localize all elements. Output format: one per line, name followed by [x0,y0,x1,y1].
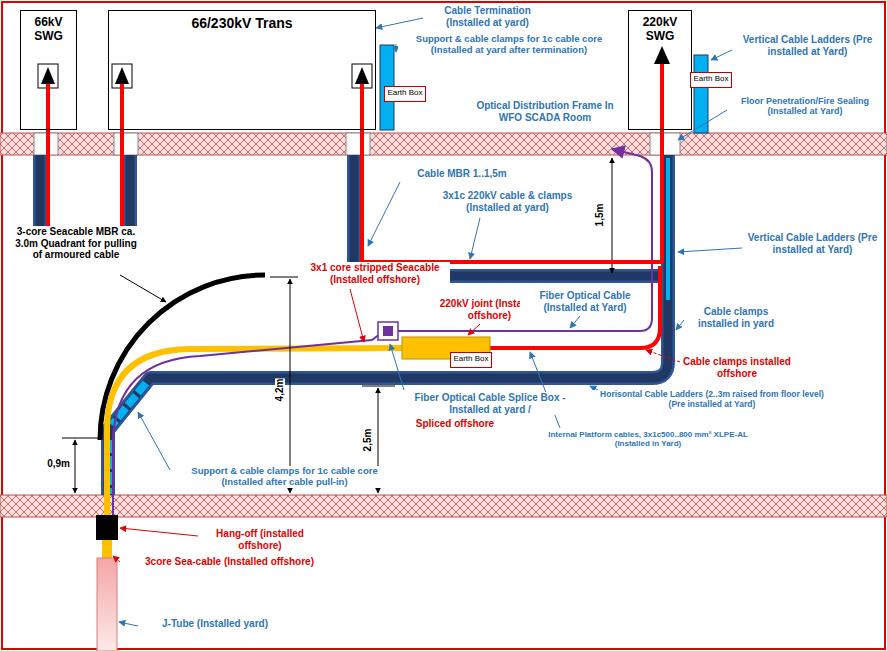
callout-label: Cable clamps installed in yard [686,306,786,329]
leader-line [113,18,742,626]
dimension-line [270,277,298,278]
callout-label: Vertical Cable Ladders (Pre installed at… [735,34,880,57]
cable-termination [41,67,55,84]
support-strip [694,55,708,133]
dimension-line [612,158,613,273]
fiber-optic-cable [113,149,652,540]
node-text: Earth Box [387,87,422,99]
callout-label: Cable Termination (Installed at yard) [425,5,550,28]
power-cable [120,84,124,130]
callout-label: Support & cable clamps for 1c cable core… [172,466,397,488]
power-cable [660,64,664,130]
leader-line [470,218,480,259]
dimension-line [75,440,76,493]
leader-line [468,324,480,335]
node-text: 66kV SWG [24,15,73,43]
dimension-line [290,279,291,493]
fiber-optic-cable [113,334,380,540]
cable-tray [666,158,670,300]
earth-box: Earth Box [384,86,426,102]
earth-box: Earth Box [690,72,732,88]
splice-box [378,322,398,340]
callout-label: Fiber Optical Cable Splice Box - Install… [400,392,580,415]
leader-line [120,528,198,536]
power-cable [48,64,662,348]
callout-label: Fiber Optical Cable (Installed at Yard) [520,290,650,313]
leader-line [390,344,404,390]
node-text: 220kV SWG [632,15,688,43]
dimension-line [62,438,98,439]
cable-termination [355,67,369,84]
power-cable [360,84,364,130]
callout-label: Spliced offshore [400,418,510,430]
callout-label: 3core Sea-cable (Installed offshore) [122,556,337,568]
deck-floor [114,133,138,155]
power-cable [46,84,50,130]
leader-line [678,110,727,140]
j-tube [102,540,112,558]
j-tube [97,558,117,651]
callout-label: Vertical Cable Ladders (Pre installed at… [745,232,880,255]
cable-tray [354,155,668,276]
callout-label: Support & cable clamps for 1c cable core… [398,34,620,56]
cable-tray [354,155,668,276]
leader-line [376,18,423,28]
callout-label: Optical Distribution Frame In WFO SCADA … [470,100,620,123]
equipment-box: 220kV SWG [628,10,692,130]
callout-label: 0,9m [30,458,70,470]
leader-line [396,44,397,52]
callout-label: Internal Platform cables, 3x1c500..800 m… [548,430,748,448]
leader-line [530,352,560,428]
node-text: Earth Box [453,353,488,365]
power-cable [48,130,122,236]
leader-line [711,50,732,60]
leader-line [119,622,138,626]
callout-label: Floor Penetration/Fire Sealing (Installe… [730,96,880,117]
callout-label: Hang-off (installed offshore) [200,528,320,551]
leader-line [676,320,684,330]
leader-line [138,412,170,470]
leader-line [120,275,166,302]
dimension-line [362,386,395,387]
deck-floor [0,133,887,155]
leader-line [113,556,120,562]
callout-label: 3x1 core stripped Seacable (Installed of… [300,262,450,285]
leader-line [646,350,680,362]
leader-line [570,316,580,328]
leader-line [368,182,400,246]
callout-label: Cable MBR 1..1,5m [402,168,522,180]
cable-termination [654,46,670,64]
callout-label: 3x1c 220kV cable & clamps (Installed at … [425,190,590,213]
fiber-optic-cable [398,149,652,331]
node-text: Earth Box [693,73,728,85]
equipment-box: 66/230kV Trans [108,10,376,130]
dimension-label: 4,2m [275,379,285,402]
deck-floor [0,495,887,517]
support-strip [380,45,708,133]
earth-box: Earth Box [450,352,492,368]
splice-box [383,326,393,336]
equipment-box: 66kV SWG [20,10,77,130]
power-cable [362,130,662,262]
splice-box [378,322,398,340]
deck-floor [346,133,370,155]
leader-line [350,289,364,342]
dimension-label: 2,5m [363,429,373,452]
stripped-seacable [107,348,402,540]
callout-label: Cable clamps installed offshore [682,356,792,379]
callout-label: J-Tube (Installed yard) [140,618,290,630]
j-tube [96,515,118,651]
deck-floor [0,133,887,517]
dimension-line [62,158,612,493]
deck-floor [650,133,680,155]
callout-label: 3-core Seacable MBR ca. 3.0m Quadrant fo… [10,226,142,261]
cable-termination [115,67,129,84]
j-tube [96,515,118,540]
leader-line [678,248,742,252]
callout-label: Horisontal Cable Ladders (2..3m raised f… [592,390,832,410]
dimension-label: 1,5m [595,204,605,227]
node-text: 66/230kV Trans [191,15,292,31]
